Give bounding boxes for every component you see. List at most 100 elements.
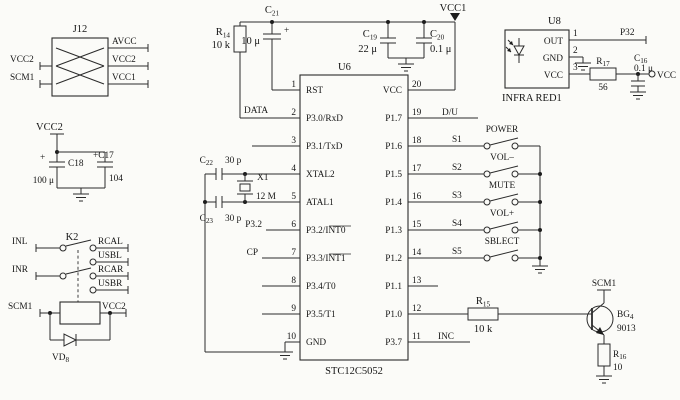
key-matrix: S1 POWER S2 VOL– S3 MUTE S4 VOL+ S5 SBLE… <box>408 125 549 274</box>
u8-vcc-name: VCC <box>544 71 563 81</box>
u6-pin16-name: P1.4 <box>385 198 402 208</box>
label-c23: C23 <box>200 214 214 225</box>
u6-pin19-name: P1.7 <box>385 114 402 124</box>
value-c18: 100 μ <box>33 176 54 186</box>
u6-pin15-name: P1.3 <box>385 226 402 236</box>
u6-pin18-num: 18 <box>412 136 422 146</box>
u6-pin10-name: GND <box>306 338 326 348</box>
emitter-arrow <box>596 327 604 335</box>
diode-vd8 <box>63 333 78 347</box>
net-label-vcc1: VCC1 <box>440 3 467 14</box>
u6-pin11-name: P3.7 <box>385 338 402 348</box>
u6-pin10-num: 10 <box>287 332 297 342</box>
button-label-mute: MUTE <box>489 181 516 191</box>
u6-pin8-num: 8 <box>291 276 296 286</box>
j12-body <box>51 37 109 97</box>
gnd-symbol-decouple <box>72 193 90 202</box>
value-r16: 10 <box>613 363 623 373</box>
u6-pin16-num: 16 <box>412 192 422 202</box>
u6-pin14-name: P1.2 <box>385 254 402 264</box>
vcc1-arrow <box>450 13 460 21</box>
value-c19: 22 μ <box>358 44 377 55</box>
transistor-driver: R15 10 k SCM1 BG4 9013 R16 10 <box>408 279 636 384</box>
u6-pin15-num: 15 <box>412 220 422 230</box>
j12-net-avcc: AVCC <box>112 37 137 47</box>
value-c21: 10 μ <box>241 36 260 47</box>
net-label-cp: CP <box>247 248 258 258</box>
u6-pin18-name: P1.6 <box>385 142 402 152</box>
relay-coil <box>59 301 101 325</box>
u6-pin12-num: 12 <box>412 304 422 314</box>
button-label-sblect: SBLECT <box>485 237 520 247</box>
u6-pin7-num: 7 <box>291 248 296 258</box>
crystal-circuit: C22 30 p C23 30 p X1 12 M <box>200 156 300 353</box>
label-c16: C16 <box>634 54 648 65</box>
value-x1: 12 M <box>256 192 276 202</box>
net-label-s5: S5 <box>452 247 462 257</box>
ir-part-name: INFRA RED1 <box>502 93 562 104</box>
value-c20: 0.1 μ <box>430 44 452 55</box>
vcc2-flag-label: VCC2 <box>36 122 63 133</box>
plus-c18: + <box>40 153 45 163</box>
label-r17: R17 <box>596 57 610 68</box>
value-c17: 104 <box>109 174 123 184</box>
u6-pin19-num: 19 <box>412 108 422 118</box>
gnd-symbol-keys <box>531 265 549 274</box>
ir-arrow-1 <box>509 41 513 45</box>
u6-pin17-name: P1.5 <box>385 170 402 180</box>
u6-pin2-num: 2 <box>291 108 296 118</box>
gnd-symbol-c16 <box>629 91 647 100</box>
u6-pin5-name: ATAL1 <box>306 198 334 208</box>
u6-pin9-name: P3.5/T1 <box>306 310 336 320</box>
ir-arrow-2 <box>507 48 511 52</box>
net-label-scm1-driver: SCM1 <box>592 279 617 289</box>
u8-pin3-num: 3 <box>573 63 578 73</box>
switch-k2: K2 INL RCAL USBL INR RCAR USBR <box>8 232 129 364</box>
label-c19: C19 <box>363 29 378 42</box>
net-label-s3: S3 <box>452 191 462 201</box>
label-c20: C20 <box>430 29 445 42</box>
j12-ref: J12 <box>73 24 88 35</box>
gnd-symbol-driver <box>595 375 613 384</box>
u6-pin6-name: P3.2/INT0 <box>306 226 346 236</box>
u6-pin9-num: 9 <box>291 304 296 314</box>
u6-pin2-name: P3.0/RxD <box>306 114 343 124</box>
value-r17: 56 <box>598 83 608 93</box>
u8-pin2-num: 2 <box>573 46 578 56</box>
net-label-rcar: RCAR <box>98 265 124 275</box>
u6-pin3-name: P3.1/TxD <box>306 142 343 152</box>
u6-pin4-name: XTAL2 <box>306 170 335 180</box>
net-label-vcc2-k2: VCC2 <box>102 302 126 312</box>
power-filter: C19 22 μ C20 0.1 μ VCC1 <box>358 3 467 91</box>
button-label-vol-minus: VOL– <box>490 153 514 163</box>
u6-pin6-num: 6 <box>291 220 296 230</box>
u6-pin12-name: P1.0 <box>385 310 402 320</box>
value-r15: 10 k <box>474 324 493 335</box>
u6-pin1-num: 1 <box>291 80 296 90</box>
ir-body <box>504 29 570 89</box>
u6-pin8-name: P3.4/T0 <box>306 282 336 292</box>
label-r15: R15 <box>476 296 491 309</box>
vcc-terminal <box>648 70 656 78</box>
net-label-rcal: RCAL <box>98 237 123 247</box>
u6-pin13-num: 13 <box>412 276 422 286</box>
connector-j12: J12 AVCC VCC2 VCC1 VCC2 SCM1 <box>10 24 149 97</box>
j12-net-vcc2-left: VCC2 <box>10 55 34 65</box>
u6-pin5-num: 5 <box>291 192 296 202</box>
net-label-p32: P32 <box>620 28 635 38</box>
value-c16: 0.1 μ <box>634 64 653 74</box>
u6-pin20-num: 20 <box>412 80 422 90</box>
u8-out-name: OUT <box>544 37 563 47</box>
resistor-r17 <box>589 67 617 81</box>
net-label-du: D/U <box>442 108 458 118</box>
net-label-s2: S2 <box>452 163 462 173</box>
net-label-scm1-k2: SCM1 <box>8 302 33 312</box>
label-vd8: VD8 <box>52 353 69 364</box>
gnd-symbol-mcu <box>276 351 294 360</box>
label-c22: C22 <box>200 156 214 167</box>
net-label-vcc: VCC <box>657 71 676 81</box>
value-c23: 30 p <box>225 214 242 224</box>
label-c17: +C17 <box>93 151 114 161</box>
